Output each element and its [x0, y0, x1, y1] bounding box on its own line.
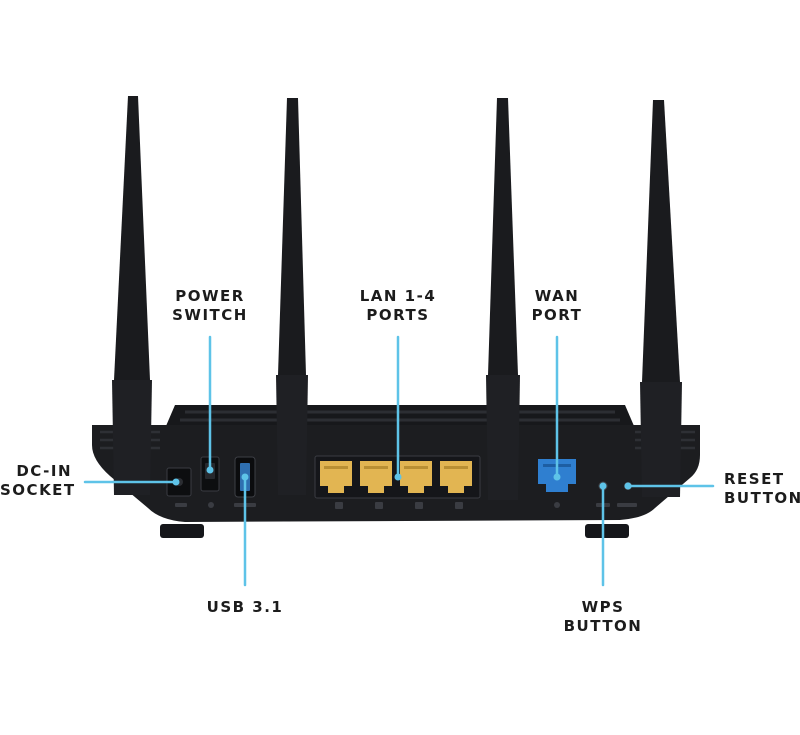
callout-lan-ports: LAN 1-4 PORTS	[359, 287, 437, 324]
callout-dc-in-socket: DC-IN SOCKET	[0, 462, 76, 499]
antenna-2	[276, 98, 308, 495]
antenna-3	[486, 98, 520, 500]
callout-power-switch: POWER SWITCH	[172, 287, 248, 324]
antenna-1	[112, 96, 152, 495]
callout-usb: USB 3.1	[206, 598, 284, 616]
callout-wps-button: WPS BUTTON	[563, 598, 643, 635]
router-foot-right	[585, 524, 629, 538]
callout-wan-port: WAN PORT	[531, 287, 583, 324]
antenna-4	[640, 100, 682, 497]
callout-reset-button: RESET BUTTON	[724, 470, 800, 507]
router-foot-left	[160, 524, 204, 538]
